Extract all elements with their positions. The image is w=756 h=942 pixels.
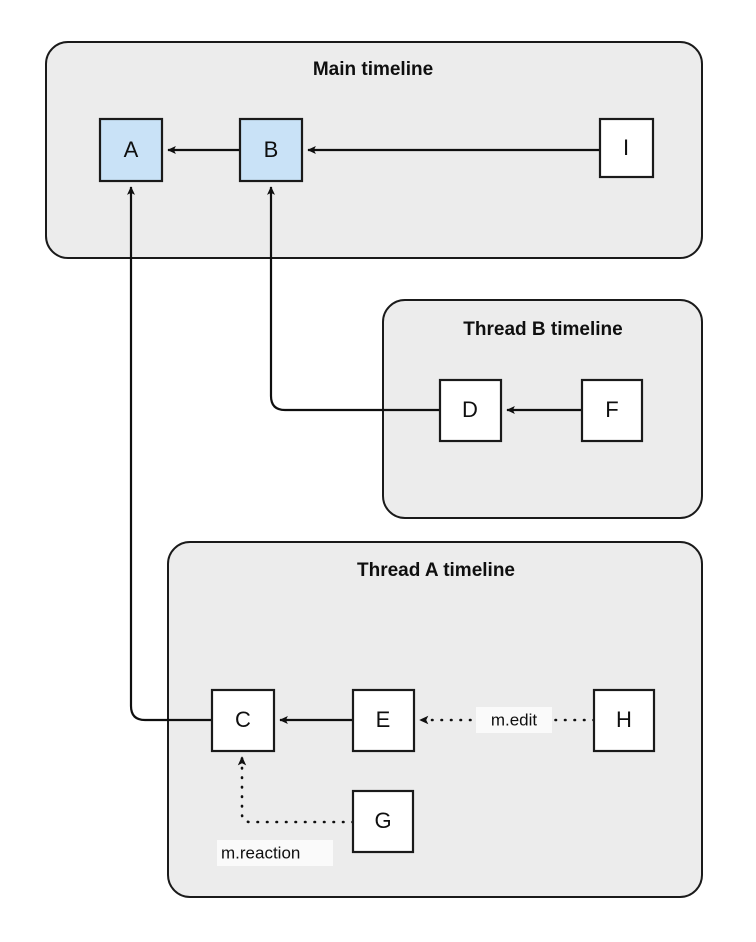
node-f-rect[interactable] — [580, 378, 644, 443]
node-d-rect[interactable] — [438, 378, 503, 443]
node-h-rect[interactable] — [592, 688, 656, 753]
node-c[interactable]: C — [210, 688, 276, 753]
node-e-label: E — [376, 707, 391, 732]
node-h[interactable]: H — [592, 688, 656, 753]
node-i-label: I — [623, 135, 629, 160]
node-e-rect[interactable] — [351, 688, 416, 753]
edge-d-to-b — [267, 186, 440, 412]
node-c-label: C — [235, 707, 251, 732]
node-f[interactable]: F — [580, 378, 644, 443]
edge-label-m-reaction-bg — [217, 840, 333, 866]
node-a-label: A — [124, 137, 139, 162]
node-g-rect[interactable] — [351, 789, 415, 854]
node-d-label: D — [462, 397, 478, 422]
node-d[interactable]: D — [438, 378, 503, 443]
edge-label-m-reaction-text: m.reaction — [221, 843, 300, 862]
node-c-rect[interactable] — [210, 688, 276, 753]
edge-label-m-edit-text: m.edit — [491, 710, 538, 729]
node-b-label: B — [264, 137, 279, 162]
node-a[interactable]: A — [98, 117, 164, 183]
container-main-timeline-title: Main timeline — [313, 59, 433, 80]
node-i-rect[interactable] — [598, 117, 655, 179]
node-b[interactable]: B — [238, 117, 304, 183]
node-g-label: G — [374, 808, 391, 833]
container-thread-a-timeline-title: Thread A timeline — [357, 560, 515, 581]
edge-label-m-edit-bg — [476, 707, 552, 733]
node-f-label: F — [605, 397, 618, 422]
edge-label-m-reaction: m.reaction — [217, 840, 333, 866]
node-a-rect[interactable] — [98, 117, 164, 183]
edge-c-to-a — [127, 186, 212, 722]
node-h-label: H — [616, 707, 632, 732]
container-thread-b-timeline-title: Thread B timeline — [463, 319, 622, 340]
node-b-rect[interactable] — [238, 117, 304, 183]
node-e[interactable]: E — [351, 688, 416, 753]
node-g[interactable]: G — [351, 789, 415, 854]
edge-label-m-edit: m.edit — [476, 707, 552, 733]
node-i[interactable]: I — [598, 117, 655, 179]
